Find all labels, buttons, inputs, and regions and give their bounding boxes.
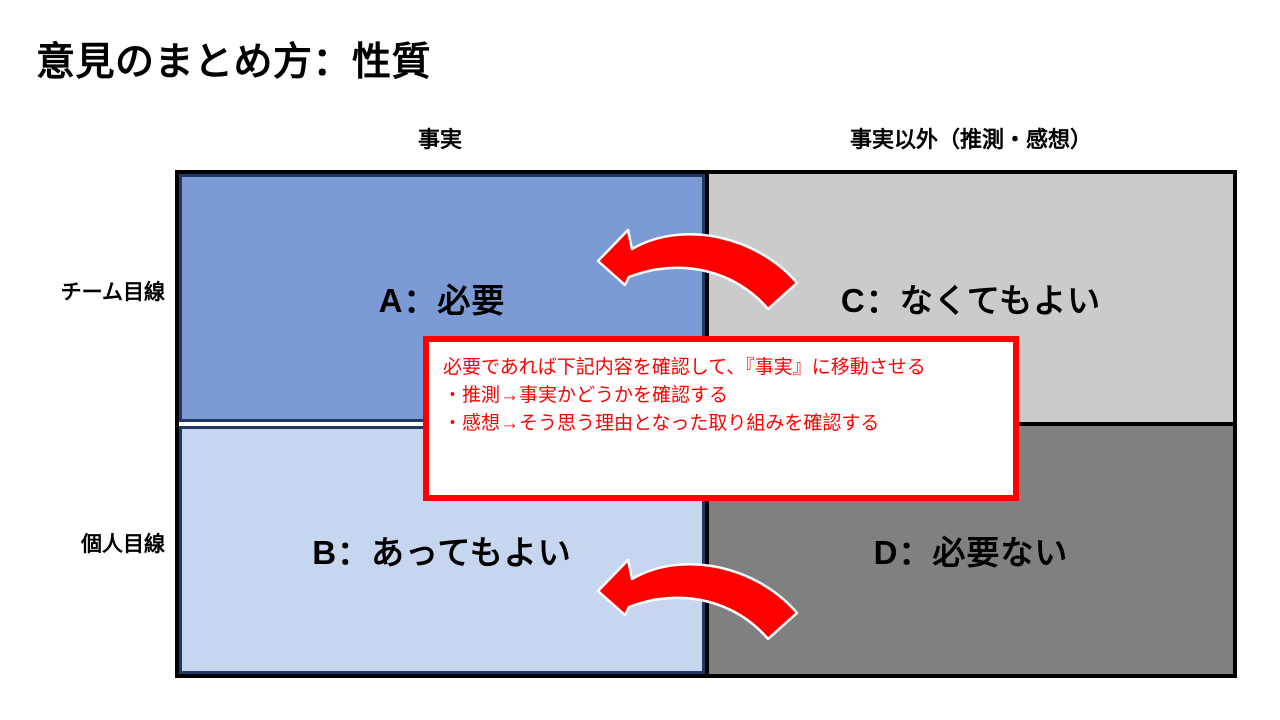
quadrant-b-label: B：あってもよい [312,534,572,571]
callout-bullet-guess: ・推測→事実かどうかを確認する [443,385,729,406]
row-header-individual-perspective: 個人目線 [81,533,165,556]
quadrant-d-label: D：必要ない [873,534,1069,571]
column-header-non-fact: 事実以外（推測・感想） [849,127,1092,152]
quadrant-c-label: C：なくてもよい [840,282,1102,319]
callout-box-move-to-fact: 必要であれば下記内容を確認して、『事実』に移動させる ・推測→事実かどうかを確認… [423,336,1019,501]
callout-bullet-impression: ・感想→そう思う理由となった取り組みを確認する [443,413,880,434]
column-header-fact: 事実 [417,127,462,152]
callout-intro-text: 必要であれば下記内容を確認して、『事実』に移動させる [443,357,926,378]
quadrant-a-label: A：必要 [378,282,506,319]
row-header-team-perspective: チーム目線 [60,281,165,304]
page-title: 意見のまとめ方：性質 [36,41,432,84]
